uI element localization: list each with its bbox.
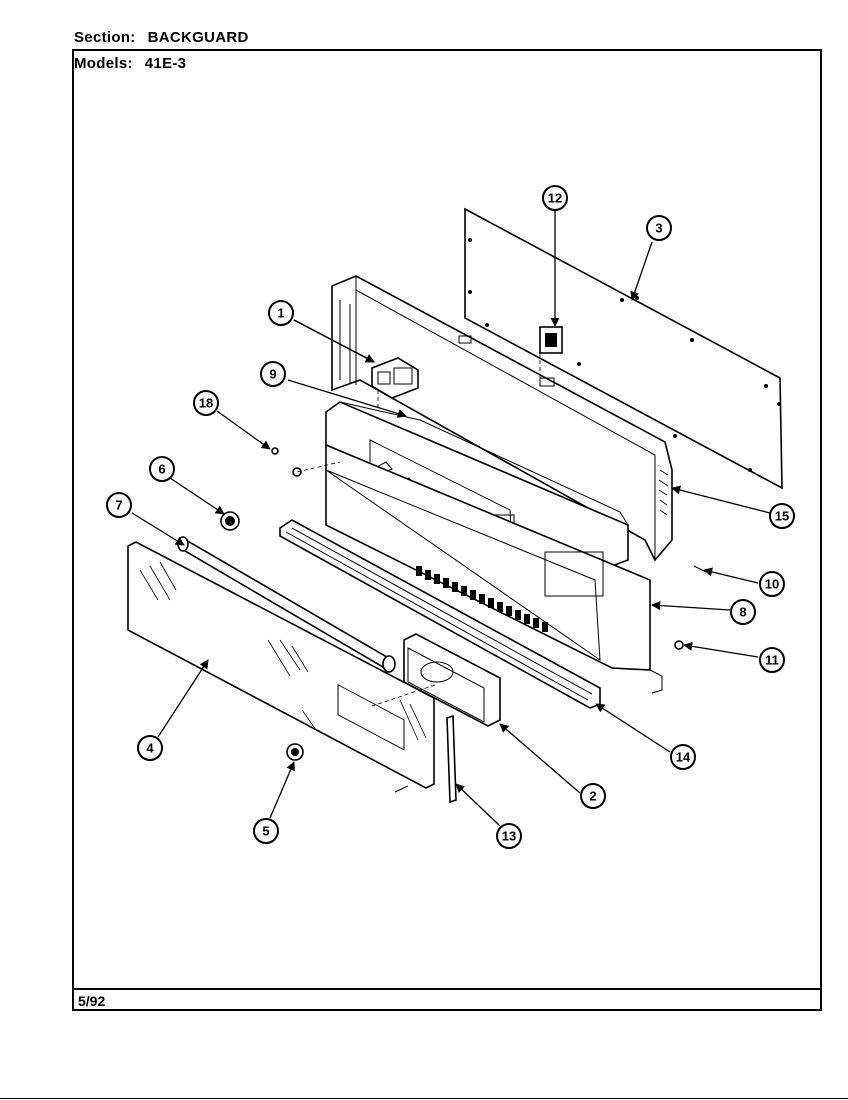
callout-3-label: 3: [655, 221, 662, 236]
callout-9-label: 9: [269, 367, 276, 382]
control-panel: [325, 443, 663, 694]
glass-front-panel: [127, 541, 435, 789]
footer-divider: [72, 988, 822, 990]
callout-5: 5: [253, 818, 279, 844]
callout-8: 8: [730, 599, 756, 625]
screws: [271, 447, 707, 793]
callout-7: 7: [106, 492, 132, 518]
assembly-lines: [296, 353, 541, 707]
callout-11: 11: [759, 647, 785, 673]
page-bottom-rule: [0, 1098, 848, 1099]
rocker-switch: [539, 326, 563, 354]
models-heading: Models: 41E-3: [74, 55, 186, 72]
callout-2-label: 2: [589, 789, 596, 804]
callout-11-label: 11: [765, 653, 779, 668]
models-value: 41E-3: [144, 55, 187, 72]
callout-7-label: 7: [115, 498, 122, 513]
section-heading: Section: BACKGUARD: [74, 29, 249, 46]
callout-6-label: 6: [158, 462, 165, 477]
connector-block: [371, 357, 419, 399]
callout-5-label: 5: [262, 824, 269, 839]
callout-14-label: 14: [676, 750, 691, 765]
callout-10-label: 10: [765, 577, 779, 592]
callout-8-label: 8: [739, 605, 746, 620]
models-label: Models:: [74, 55, 133, 72]
callout-1: 1: [268, 300, 294, 326]
section-label: Section:: [74, 29, 136, 46]
callout-15: 15: [769, 503, 795, 529]
section-value: BACKGUARD: [147, 29, 249, 46]
callout-18: 18: [193, 390, 219, 416]
callout-4: 4: [137, 735, 163, 761]
leader-lines: [131, 210, 771, 827]
callout-14: 14: [670, 744, 696, 770]
diagram-frame: [72, 49, 822, 1011]
callout-6: 6: [149, 456, 175, 482]
trim-strip: [446, 714, 457, 804]
callout-2: 2: [580, 783, 606, 809]
callout-15-label: 15: [775, 509, 789, 524]
callout-3: 3: [646, 215, 672, 241]
knob-small: [286, 743, 304, 761]
callout-18-label: 18: [199, 396, 213, 411]
backguard-housing: [331, 275, 673, 562]
footer-date: 5/92: [78, 993, 106, 1009]
knob-large: [220, 511, 240, 531]
callout-1-label: 1: [277, 306, 284, 321]
callout-12: 12: [542, 185, 568, 211]
callout-4-label: 4: [146, 741, 154, 756]
callout-12-label: 12: [548, 191, 562, 206]
callout-13-label: 13: [502, 829, 516, 844]
callout-10: 10: [759, 571, 785, 597]
rear-cover-panel: [464, 207, 783, 490]
callout-13: 13: [496, 823, 522, 849]
callout-9: 9: [260, 361, 286, 387]
